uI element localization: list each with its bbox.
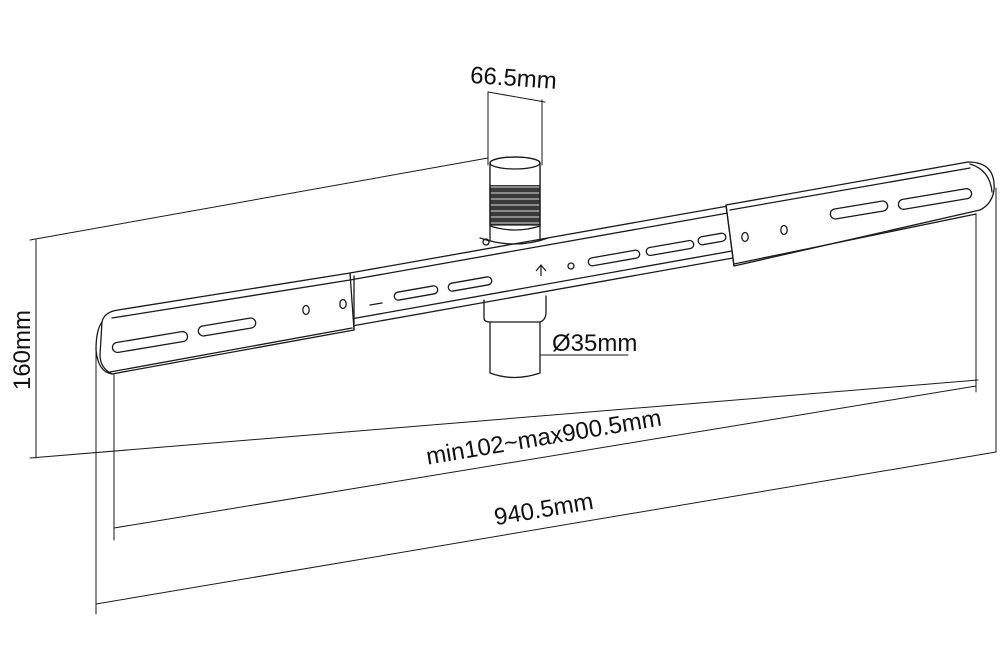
- overall-length-label: 940.5mm: [492, 488, 595, 531]
- height-label: 160mm: [9, 310, 36, 390]
- range-label: min102~max900.5mm: [424, 405, 663, 471]
- overall-length-dimension: [95, 187, 997, 615]
- right-slider-bracket: [725, 161, 995, 267]
- pole-width-dimension: [487, 91, 546, 166]
- lower-pole: [483, 295, 547, 379]
- upper-pole: [479, 156, 549, 246]
- left-slider-bracket: [95, 272, 355, 375]
- pole-width-label: 66.5mm: [469, 62, 557, 95]
- height-dimension: [29, 157, 979, 459]
- range-dimension: [113, 213, 977, 541]
- diameter-label: Ø35mm: [552, 330, 637, 357]
- up-arrow-icon: [535, 264, 547, 276]
